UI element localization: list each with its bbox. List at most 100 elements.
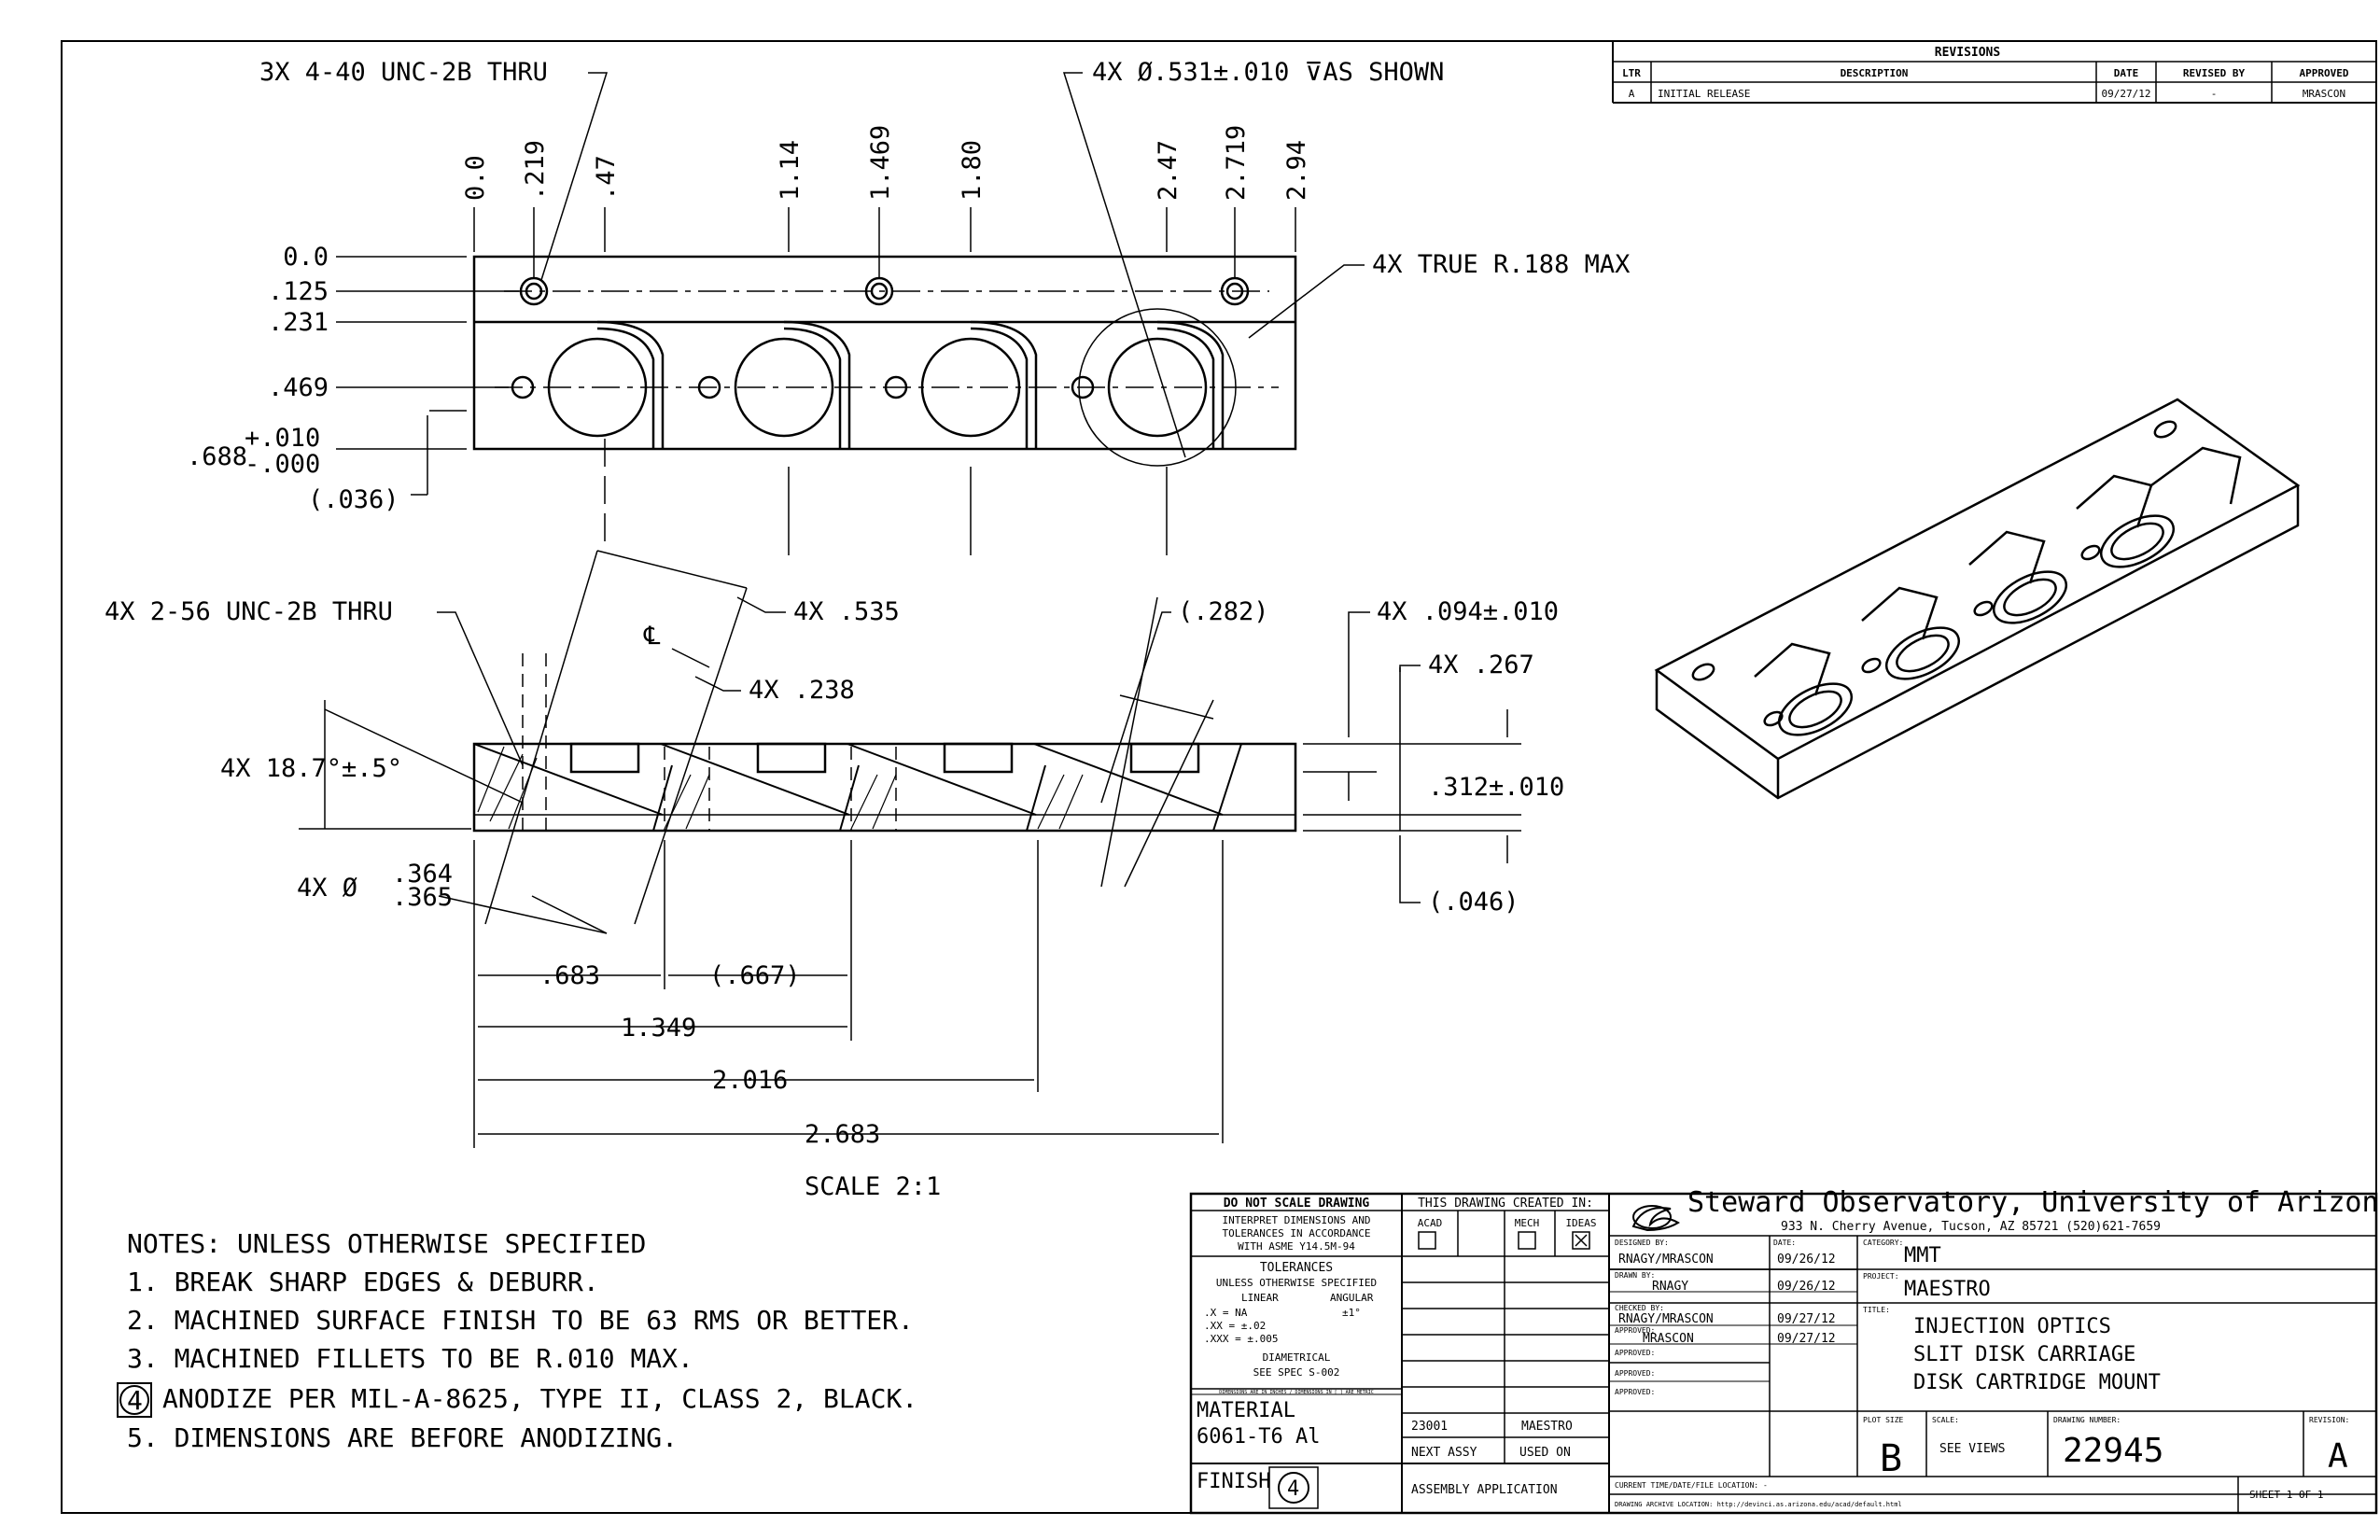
- callout-dia-top: .364: [392, 860, 453, 889]
- notes-block: NOTES: UNLESS OTHERWISE SPECIFIED 1. BRE…: [117, 1228, 917, 1453]
- tb-checked-by-label: CHECKED BY:: [1615, 1304, 1664, 1312]
- top-view-x-dims: 0.0 .219 .47 1.14 1.469 1.80 2.47 2.719 …: [461, 125, 1311, 201]
- dim-2683: 2.683: [805, 1120, 880, 1149]
- tb-used-on: USED ON: [1519, 1446, 1571, 1460]
- callout-bore-diameter: 4X Ø.531±.010 ⊽AS SHOWN: [1092, 58, 1444, 87]
- tb-see-spec: SEE SPEC S-002: [1253, 1366, 1340, 1379]
- bore-pocket-3: [920, 320, 1038, 449]
- tb-org-address: 933 N. Cherry Avenue, Tucson, AZ 85721 (…: [1781, 1220, 2161, 1234]
- tb-tolerances: TOLERANCES: [1260, 1261, 1333, 1275]
- tb-project-label: PROJECT:: [1863, 1272, 1899, 1281]
- tb-approved-label-4: APPROVED:: [1615, 1388, 1655, 1396]
- tb-assembly-application: ASSEMBLY APPLICATION: [1411, 1483, 1558, 1497]
- tb-material: 6061-T6 Al: [1197, 1425, 1320, 1449]
- top-view-extension-lines: [336, 207, 1296, 555]
- xdim-2719: 2.719: [1222, 125, 1251, 201]
- tb-category-label: CATEGORY:: [1863, 1239, 1903, 1247]
- callout-2-56: 4X 2-56 UNC-2B THRU: [105, 597, 393, 626]
- tb-approved-label-3: APPROVED:: [1615, 1369, 1655, 1378]
- rev-row-approved: MRASCON: [2303, 88, 2345, 100]
- tb-sheet: SHEET 1 OF 1: [2249, 1489, 2323, 1501]
- top-view-outline: [472, 255, 1297, 451]
- tb-current-time: CURRENT TIME/DATE/FILE LOCATION: -: [1615, 1481, 1768, 1490]
- top-view-callouts: 3X 4-40 UNC-2B THRU 4X Ø.531±.010 ⊽AS SH…: [259, 58, 1630, 458]
- tb-tol-x: .X = NA: [1204, 1307, 1248, 1319]
- note-1: 1. BREAK SHARP EDGES & DEBURR.: [127, 1267, 599, 1297]
- dim-2016: 2.016: [712, 1066, 788, 1095]
- tb-unless: UNLESS OTHERWISE SPECIFIED: [1216, 1277, 1377, 1289]
- rev-header-approved: APPROVED: [2300, 67, 2349, 79]
- tb-tol-xx: .XX = ±.02: [1204, 1320, 1266, 1332]
- side-view-labels: 4X 2-56 UNC-2B THRU 4X .535 4X .238 ℄ (.…: [105, 596, 1564, 1201]
- side-view-construction: [299, 550, 1521, 1148]
- isometric-view: [1654, 398, 2301, 800]
- note-4-flag-number: 4: [127, 1385, 143, 1416]
- dim-667: (.667): [709, 961, 801, 990]
- xdim-247: 2.47: [1154, 140, 1183, 201]
- xdim-47: .47: [592, 155, 621, 201]
- tb-drawing-number: 22945: [2063, 1432, 2163, 1470]
- small-hole-1: [511, 375, 535, 399]
- small-hole-3: [884, 375, 908, 399]
- top-view: [472, 255, 1297, 467]
- bore-pocket-4: [1078, 308, 1237, 467]
- note-4-flag: [117, 1382, 152, 1418]
- tb-used-on-value: MAESTRO: [1521, 1420, 1573, 1434]
- tb-angular: ANGULAR: [1330, 1292, 1374, 1304]
- callout-true-radius: 4X TRUE R.188 MAX: [1372, 250, 1630, 279]
- callout-angle: 4X 18.7°±.5°: [220, 754, 402, 783]
- tb-linear: LINEAR: [1241, 1292, 1279, 1304]
- tb-created-in: THIS DRAWING CREATED IN:: [1418, 1197, 1593, 1211]
- notes-header: NOTES: UNLESS OTHERWISE SPECIFIED: [127, 1228, 646, 1259]
- tb-scale-label: SCALE:: [1932, 1416, 1959, 1424]
- tb-title-label: TITLE:: [1863, 1306, 1890, 1314]
- xdim-1469: 1.469: [866, 125, 895, 201]
- small-hole-4: [1071, 375, 1095, 399]
- note-5: 5. DIMENSIONS ARE BEFORE ANODIZING.: [127, 1422, 678, 1453]
- rev-row-date: 09/27/12: [2102, 88, 2151, 100]
- rev-header-date: DATE: [2114, 67, 2139, 79]
- tb-archive: DRAWING ARCHIVE LOCATION: http://devinci…: [1615, 1501, 1902, 1508]
- note-2: 2. MACHINED SURFACE FINISH TO BE 63 RMS …: [127, 1305, 914, 1336]
- tb-title-line-1: INJECTION OPTICS: [1913, 1315, 2111, 1338]
- callout-thickness: .312±.010: [1428, 773, 1564, 802]
- tb-checked-by: RNAGY/MRASCON: [1618, 1312, 1714, 1326]
- tb-next-assy: NEXT ASSY: [1411, 1446, 1477, 1460]
- tb-approved-label-2: APPROVED:: [1615, 1349, 1655, 1357]
- tb-diametrical: DIAMETRICAL: [1263, 1351, 1331, 1364]
- dim-1349: 1.349: [621, 1014, 696, 1043]
- xdim-180: 1.80: [958, 140, 987, 201]
- bore-pocket-1: [547, 320, 665, 449]
- tb-plot-size-label: PLOT SIZE: [1863, 1416, 1904, 1424]
- tb-drawn-date: 09/26/12: [1777, 1280, 1836, 1294]
- tb-revision-label: REVISION:: [2309, 1416, 2349, 1424]
- side-view: [472, 653, 1297, 833]
- top-view-y-dims: 0.0 .125 .231 .469 .688 +.010 -.000 (.03…: [187, 243, 399, 514]
- ydim-125: .125: [268, 277, 329, 306]
- xdim-114: 1.14: [776, 140, 805, 201]
- revisions-table: REVISIONS LTR DESCRIPTION DATE REVISED B…: [1612, 41, 2376, 104]
- tb-designed-date: 09/26/12: [1777, 1253, 1836, 1267]
- tb-do-not-scale: DO NOT SCALE DRAWING: [1224, 1197, 1370, 1211]
- callout-282: (.282): [1178, 597, 1269, 626]
- side-view-scale: SCALE 2:1: [805, 1172, 941, 1201]
- tb-category: MMT: [1904, 1244, 1941, 1267]
- tb-material-label: MATERIAL: [1197, 1399, 1295, 1422]
- xdim-294: 2.94: [1282, 140, 1311, 201]
- rev-header-revised-by: REVISED BY: [2183, 67, 2246, 79]
- tb-checked-date: 09/27/12: [1777, 1312, 1836, 1326]
- tb-revision: A: [2328, 1437, 2348, 1476]
- tb-date-label: DATE:: [1773, 1239, 1796, 1247]
- tb-interpret-1: INTERPRET DIMENSIONS AND: [1223, 1214, 1371, 1226]
- tb-title-line-2: SLIT DISK CARRIAGE: [1913, 1343, 2135, 1366]
- height-tol-minus: -.000: [245, 450, 320, 479]
- callout-046: (.046): [1428, 888, 1519, 917]
- xdim-0: 0.0: [461, 155, 490, 201]
- ydim-469: .469: [268, 373, 329, 402]
- title-block: [1189, 1192, 2378, 1515]
- tb-units-note: DIMENSIONS ARE IN INCHES / DIMENSIONS IN…: [1219, 1390, 1374, 1395]
- tb-drawn-by-label: DRAWN BY:: [1615, 1271, 1655, 1280]
- tb-designed-by-label: DESIGNED BY:: [1615, 1239, 1669, 1247]
- tb-drawn-by: RNAGY: [1652, 1280, 1688, 1294]
